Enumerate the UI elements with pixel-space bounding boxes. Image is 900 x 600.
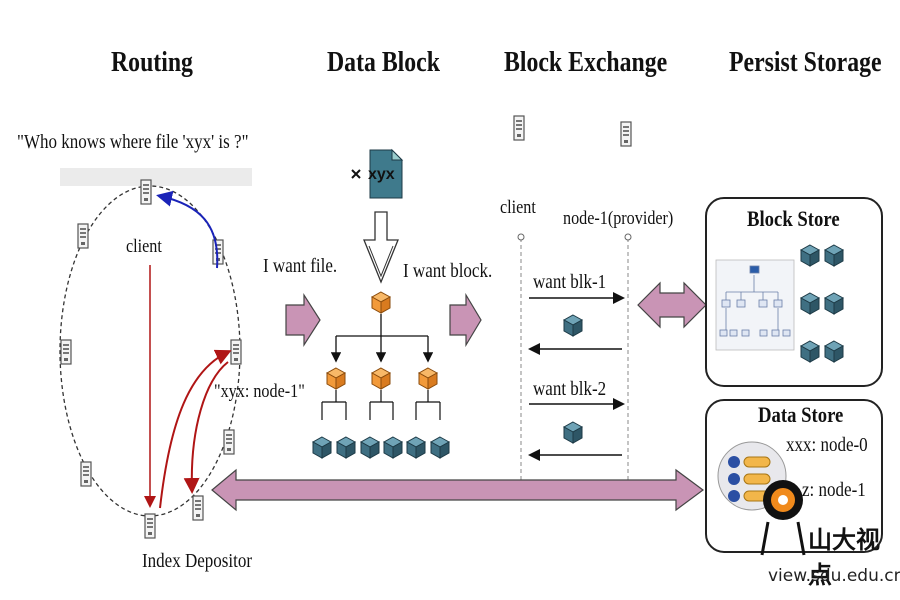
- want-block-label: I want block.: [403, 260, 493, 282]
- file-icon: [351, 148, 404, 199]
- open-down-arrow: [363, 211, 399, 284]
- heading-data-block: Data Block: [327, 46, 440, 78]
- stored-block: [824, 244, 844, 267]
- stored-block: [824, 340, 844, 363]
- routing-question: "Who knows where file 'xyx' is ?": [17, 131, 249, 153]
- heading-routing: Routing: [111, 46, 193, 78]
- mid-block: [418, 367, 438, 390]
- pink-arrow-file: [285, 292, 321, 348]
- server-icon: [60, 339, 72, 365]
- key-value-rows: [728, 456, 771, 502]
- file-name-label: xyx: [368, 166, 395, 183]
- leaf-block: [383, 436, 403, 459]
- question-highlight: [60, 168, 252, 186]
- client-server-icon: [513, 115, 525, 141]
- double-arrow-block-store: [637, 281, 707, 329]
- block-2-cube: [563, 421, 583, 444]
- heading-block-exchange: Block Exchange: [504, 46, 668, 78]
- watermark-url: view.sdu.edu.cn: [768, 566, 900, 586]
- mid-block: [326, 367, 346, 390]
- provider-server-icon: [620, 121, 632, 147]
- double-arrow-data-store: [211, 468, 705, 512]
- blue-query-arrow: [156, 190, 219, 269]
- leaf-block: [360, 436, 380, 459]
- data-store-panel: [705, 399, 883, 553]
- block-1-cube: [563, 314, 583, 337]
- server-icon: [80, 461, 92, 487]
- want-blk-2-label: want blk-2: [533, 378, 607, 400]
- stored-block: [824, 292, 844, 315]
- provider-label: node-1(provider): [563, 208, 674, 229]
- server-icon: [230, 339, 242, 365]
- server-icon: [223, 429, 235, 455]
- red-return-arrow: [183, 361, 229, 494]
- server-icon: [192, 495, 204, 521]
- stored-block: [800, 292, 820, 315]
- exchange-client-label: client: [500, 197, 536, 218]
- stored-block: [800, 244, 820, 267]
- want-blk-1-label: want blk-1: [533, 271, 607, 293]
- data-store-title: Data Store: [758, 402, 844, 427]
- leaf-block: [312, 436, 332, 459]
- stored-block: [800, 340, 820, 363]
- red-answer-arrow: [159, 349, 232, 509]
- server-icon: [77, 223, 89, 249]
- block-store-title: Block Store: [747, 206, 840, 231]
- want-file-label: I want file.: [263, 255, 338, 277]
- routing-answer: "xyx: node-1": [214, 381, 305, 402]
- leaf-block: [430, 436, 450, 459]
- pink-arrow-block: [449, 292, 482, 348]
- index-depositor-label: Index Depositor: [142, 550, 253, 572]
- routing-client-label: client: [126, 236, 162, 257]
- client-server-icon: [140, 179, 152, 205]
- index-depositor-server-icon: [144, 513, 156, 539]
- heading-persist-storage: Persist Storage: [729, 46, 882, 78]
- watermark-text: 山大视点: [808, 526, 880, 589]
- leaf-block: [406, 436, 426, 459]
- data-store-entry-2: z: node-1: [802, 479, 866, 501]
- data-store-entry-1: xxx: node-0: [786, 434, 868, 456]
- root-block: [371, 291, 391, 314]
- mid-block: [371, 367, 391, 390]
- watermark-logo: [760, 480, 806, 556]
- leaf-block: [336, 436, 356, 459]
